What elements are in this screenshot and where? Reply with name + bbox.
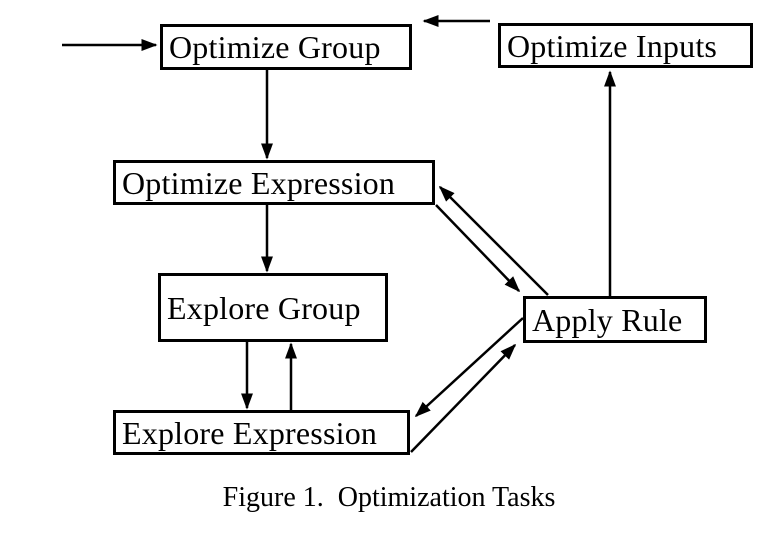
node-optimize-inputs-label: Optimize Inputs [507,27,718,64]
edge-explore-expression-to-apply-rule [410,343,517,453]
node-optimize-expression-label: Optimize Expression [122,164,396,201]
node-explore-group: Explore Group [158,273,388,342]
node-optimize-group: Optimize Group [160,24,412,70]
node-optimize-inputs: Optimize Inputs [498,23,753,68]
edge-apply-rule-to-optimize-expression [438,185,549,296]
node-optimize-expression: Optimize Expression [113,160,435,205]
edge-optimize-expression-to-apply-rule [435,204,521,293]
node-optimize-group-label: Optimize Group [169,29,381,65]
node-apply-rule: Apply Rule [523,296,707,343]
node-explore-expression-label: Explore Expression [122,414,378,451]
node-explore-group-label: Explore Group [167,289,361,326]
node-explore-expression: Explore Expression [113,410,410,455]
edge-apply-rule-to-explore-expression [414,317,524,418]
node-apply-rule-label: Apply Rule [532,301,683,338]
figure-caption: Figure 1. Optimization Tasks [222,482,556,513]
